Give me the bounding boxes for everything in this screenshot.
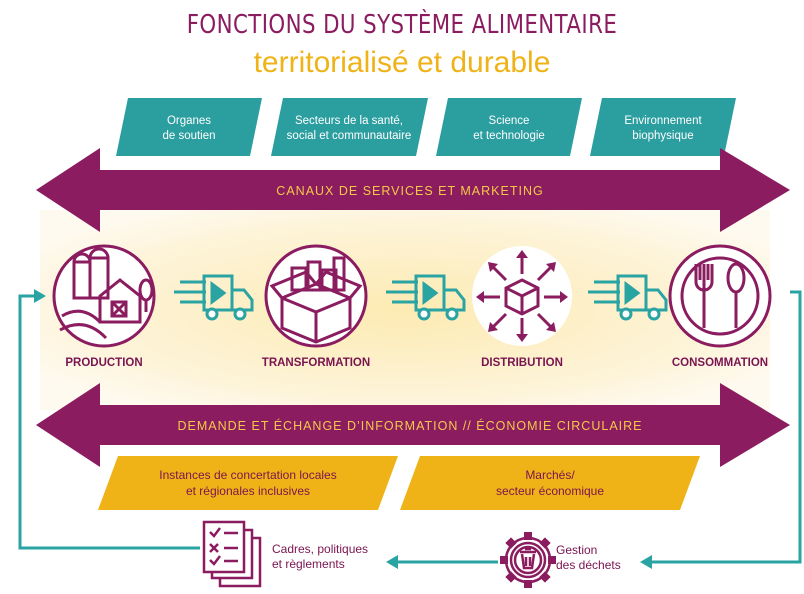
trash-gear-icon: [500, 532, 556, 588]
plate-cutlery-icon: [668, 244, 772, 348]
support-box-4: Environnement biophysique: [590, 98, 736, 156]
support-box-2-line1: Secteurs de la santé,: [295, 115, 403, 127]
stage-transformation: TRANSFORMATION: [262, 244, 370, 369]
stage-distribution: DISTRIBUTION: [472, 246, 572, 369]
regulations-line1: Cadres, politiques: [272, 542, 368, 556]
loop-arrowhead-middle: [386, 555, 398, 569]
stage-transformation-label: TRANSFORMATION: [262, 357, 370, 369]
support-box-3: Science et technologie: [436, 98, 582, 156]
support-box-2: Secteurs de la santé, social et communau…: [271, 98, 428, 156]
gold-box-1: Instances de concertation locales et rég…: [98, 456, 398, 510]
support-box-4-line2: biophysique: [632, 130, 693, 142]
loop-arrowhead-left: [34, 289, 46, 303]
loop-arrowhead-right: [640, 555, 652, 569]
top-band-label: CANAUX DE SERVICES ET MARKETING: [276, 184, 543, 198]
stage-consommation: CONSOMMATION: [668, 244, 772, 369]
gold-box-2: Marchés/ secteur économique: [400, 456, 700, 510]
stage-production: PRODUCTION: [52, 244, 156, 369]
support-box-3-line1: Science: [489, 115, 530, 127]
support-box-4-line1: Environnement: [624, 115, 702, 127]
bottom-band-arrow: [36, 383, 790, 467]
gold-box-2-line1: Marchés/: [525, 468, 575, 482]
title-line2: territorialisé et durable: [253, 46, 551, 79]
stage-distribution-label: DISTRIBUTION: [481, 357, 563, 369]
stage-production-label: PRODUCTION: [65, 357, 142, 369]
farm-icon: [52, 244, 156, 348]
loop-right-line: [648, 290, 802, 564]
checklist-icon: [202, 520, 262, 588]
bottom-item-waste: Gestion des déchets: [500, 532, 621, 588]
loop-left-line: [18, 294, 200, 550]
bottom-item-regulations: Cadres, politiques et règlements: [202, 520, 368, 588]
support-box-3-line2: et technologie: [473, 130, 545, 142]
top-band-arrow: [36, 148, 790, 232]
truck-icon-1: [174, 274, 254, 321]
distribution-cube-icon: [472, 246, 572, 346]
regulations-line2: et règlements: [272, 557, 345, 571]
stage-consommation-label: CONSOMMATION: [672, 357, 768, 369]
truck-icon-3: [588, 274, 668, 321]
truck-icon-2: [386, 274, 466, 321]
bottom-band-label: DEMANDE ET ÉCHANGE D’INFORMATION // ÉCON…: [178, 418, 643, 433]
support-box-1-line1: Organes: [167, 115, 211, 127]
gold-box-1-line1: Instances de concertation locales: [159, 468, 336, 482]
support-box-1: Organes de soutien: [116, 98, 262, 156]
boxes-icon: [264, 244, 368, 348]
support-box-1-line2: de soutien: [162, 130, 215, 142]
gold-box-2-line2: secteur économique: [496, 484, 604, 498]
feedback-loop: [18, 290, 802, 564]
support-box-2-line2: social et communautaire: [287, 130, 412, 142]
title-line1: FONCTIONS DU SYSTÈME ALIMENTAIRE: [186, 10, 618, 40]
gold-box-1-line2: et régionales inclusives: [186, 484, 310, 498]
waste-line1: Gestion: [556, 543, 597, 557]
waste-line2: des déchets: [556, 558, 621, 572]
